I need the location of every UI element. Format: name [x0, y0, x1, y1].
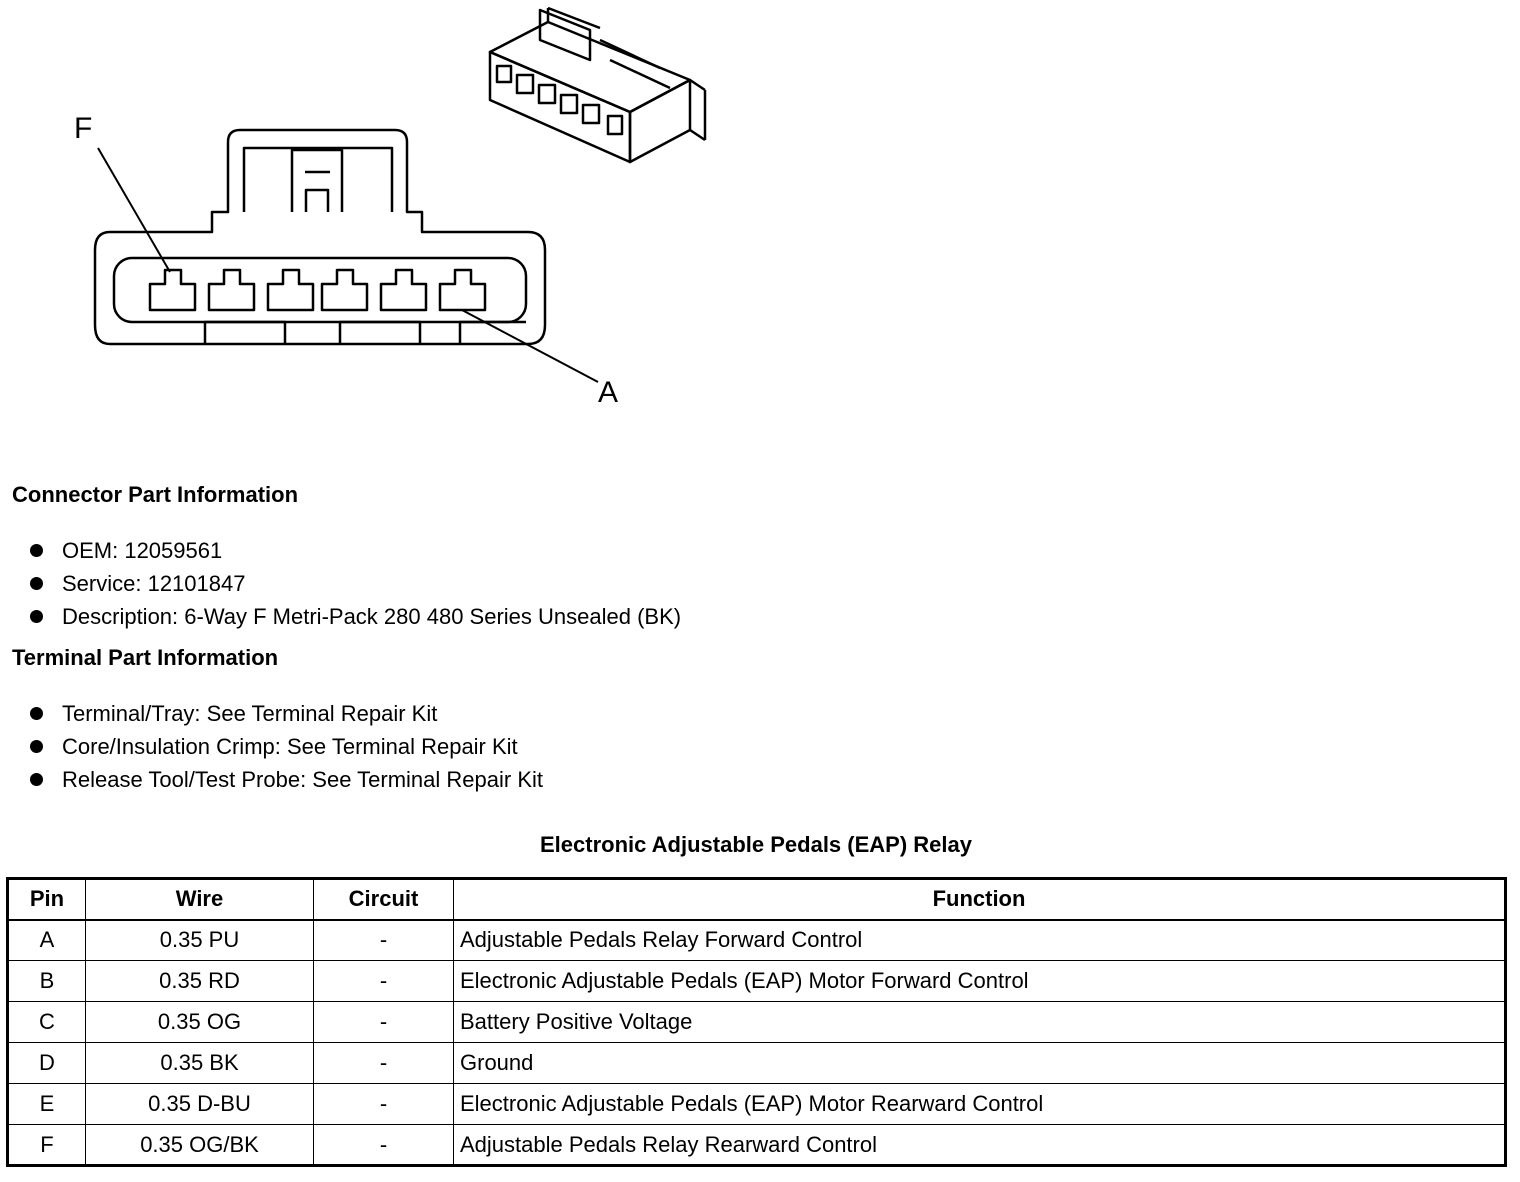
cavity-e [207, 268, 256, 312]
bullet-icon [30, 740, 43, 753]
connector-diagram: F A [74, 6, 707, 409]
table-caption: Electronic Adjustable Pedals (EAP) Relay [540, 832, 972, 857]
header-pin: Pin [7, 878, 86, 921]
cell-function: Ground [453, 1042, 1506, 1084]
connector-isometric-view [488, 6, 707, 164]
cavity-d [266, 268, 315, 312]
list-item: Release Tool/Test Probe: See Terminal Re… [30, 763, 543, 796]
cell-pin: E [7, 1083, 86, 1125]
bullet-icon [30, 707, 43, 720]
cell-pin: A [7, 919, 86, 961]
table-header-row: Pin Wire Circuit Function [7, 878, 1506, 921]
cell-circuit: - [313, 1124, 454, 1166]
list-item: Core/Insulation Crimp: See Terminal Repa… [30, 730, 543, 763]
table-row: E 0.35 D-BU - Electronic Adjustable Peda… [7, 1083, 1506, 1125]
connector-info-list: OEM: 12059561 Service: 12101847 Descript… [30, 534, 681, 633]
cell-pin: F [7, 1124, 86, 1166]
bullet-icon [30, 610, 43, 623]
pin-label-a: A [598, 376, 618, 409]
cavity-c [320, 268, 369, 312]
cell-circuit: - [313, 1042, 454, 1084]
cell-function: Electronic Adjustable Pedals (EAP) Motor… [453, 960, 1506, 1002]
cell-wire: 0.35 D-BU [85, 1083, 314, 1125]
leader-line-a [461, 309, 599, 383]
cell-wire: 0.35 PU [85, 919, 314, 961]
list-item: OEM: 12059561 [30, 534, 681, 567]
table-row: B 0.35 RD - Electronic Adjustable Pedals… [7, 960, 1506, 1002]
terminal-info-list: Terminal/Tray: See Terminal Repair Kit C… [30, 697, 543, 796]
leader-line-f [97, 147, 171, 273]
bullet-icon [30, 773, 43, 786]
header-wire: Wire [85, 878, 314, 921]
cell-pin: B [7, 960, 86, 1002]
cell-circuit: - [313, 1001, 454, 1043]
cell-wire: 0.35 OG [85, 1001, 314, 1043]
cell-function: Electronic Adjustable Pedals (EAP) Motor… [453, 1083, 1506, 1125]
pin-label-f: F [74, 112, 92, 145]
terminal-cavities [148, 268, 487, 312]
list-item: Description: 6-Way F Metri-Pack 280 480 … [30, 600, 681, 633]
connector-front-view [93, 128, 547, 346]
header-circuit: Circuit [313, 878, 454, 921]
terminal-info-title: Terminal Part Information [12, 645, 279, 670]
table-row: C 0.35 OG - Battery Positive Voltage [7, 1001, 1506, 1043]
bullet-icon [30, 544, 43, 557]
cavity-b [379, 268, 428, 312]
bullet-icon [30, 577, 43, 590]
cell-function: Adjustable Pedals Relay Forward Control [453, 919, 1506, 961]
cell-wire: 0.35 OG/BK [85, 1124, 314, 1166]
connector-info-title: Connector Part Information [12, 482, 299, 507]
table-row: F 0.35 OG/BK - Adjustable Pedals Relay R… [7, 1124, 1506, 1166]
table-row: A 0.35 PU - Adjustable Pedals Relay Forw… [7, 919, 1506, 961]
cell-function: Battery Positive Voltage [453, 1001, 1506, 1043]
cell-wire: 0.35 BK [85, 1042, 314, 1084]
header-function: Function [453, 878, 1506, 921]
cell-function: Adjustable Pedals Relay Rearward Control [453, 1124, 1506, 1166]
cell-circuit: - [313, 919, 454, 961]
cavity-a [438, 268, 487, 312]
cell-circuit: - [313, 1083, 454, 1125]
cell-pin: D [7, 1042, 86, 1084]
cell-circuit: - [313, 960, 454, 1002]
cell-wire: 0.35 RD [85, 960, 314, 1002]
pinout-table: Pin Wire Circuit Function A 0.35 PU - Ad… [6, 877, 1507, 1167]
cell-pin: C [7, 1001, 86, 1043]
list-item: Terminal/Tray: See Terminal Repair Kit [30, 697, 543, 730]
list-item: Service: 12101847 [30, 567, 681, 600]
table-row: D 0.35 BK - Ground [7, 1042, 1506, 1084]
cavity-f [148, 268, 197, 312]
